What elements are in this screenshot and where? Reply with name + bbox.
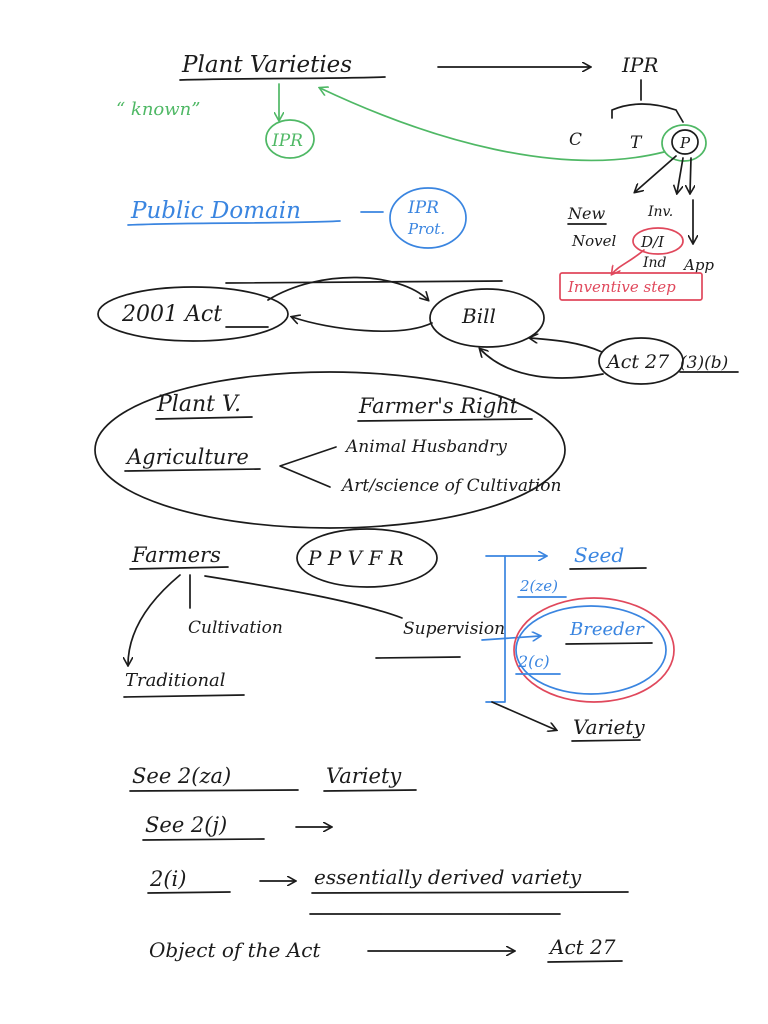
ppvfr-ellipse bbox=[296, 528, 438, 588]
art-science-label: Art/science of Cultivation bbox=[340, 476, 561, 496]
trademark-t: T bbox=[630, 133, 643, 153]
branch-ind bbox=[690, 157, 691, 193]
traditional-underline bbox=[123, 694, 245, 698]
see2j-underline bbox=[142, 838, 265, 841]
ppvfr-section: Farmers P P V F R Cultivation Supervisio… bbox=[123, 528, 675, 742]
edv-underline bbox=[311, 891, 629, 894]
public-domain-label: Public Domain bbox=[130, 198, 301, 224]
di-label: D/I bbox=[640, 233, 665, 251]
farmers-label: Farmers bbox=[131, 543, 221, 567]
seed-label: Seed bbox=[574, 543, 624, 567]
see2za-label: See 2(za) bbox=[132, 764, 231, 788]
ipr-prot-circle bbox=[389, 187, 467, 249]
bill-ellipse bbox=[429, 288, 545, 348]
edv-label: essentially derived variety bbox=[314, 865, 582, 889]
arrow-act-to-bill bbox=[267, 276, 428, 300]
farmers-right-underline bbox=[357, 418, 533, 422]
plant-farmer-ellipse: Plant V. Farmer's Right Agriculture Anim… bbox=[94, 371, 566, 529]
variety-label: Variety bbox=[573, 715, 645, 739]
breeder-underline bbox=[565, 642, 653, 645]
plant-varieties-heading: Plant Varieties bbox=[181, 52, 352, 78]
new-label: New bbox=[567, 204, 605, 223]
s2i-label: 2(i) bbox=[149, 867, 186, 891]
act2001-label: 2001 Act bbox=[121, 302, 222, 327]
patent-green-ring bbox=[661, 124, 707, 162]
animal-husbandry-label: Animal Husbandry bbox=[344, 437, 507, 457]
act27-ref-label: Act 27 bbox=[548, 935, 616, 959]
act27-label: Act 27 bbox=[605, 351, 670, 373]
supervision-label: Supervision bbox=[403, 619, 505, 639]
s2i-underline bbox=[147, 891, 231, 894]
ipr-circle-label: IPR bbox=[271, 131, 303, 151]
plant-v-underline bbox=[155, 416, 253, 420]
ipr-label-right: IPR bbox=[621, 53, 658, 77]
act-row: 2001 Act Bill Act 27 (3)(b) bbox=[97, 276, 739, 385]
see2za-underline bbox=[129, 789, 299, 792]
ind-label: Ind bbox=[642, 255, 667, 271]
patent-p-circle bbox=[671, 129, 699, 155]
big-ellipse bbox=[94, 371, 566, 529]
act2001-ellipse bbox=[97, 286, 289, 342]
app-label: App bbox=[682, 256, 714, 274]
traditional-label: Traditional bbox=[125, 670, 226, 691]
s2c-label: 2(c) bbox=[517, 652, 550, 671]
breeder-label: Breeder bbox=[569, 619, 645, 640]
inventive-step-box bbox=[559, 272, 703, 301]
ipr-circle-green bbox=[265, 119, 315, 159]
green-arrow-p-to-plant bbox=[320, 88, 665, 162]
variety-underline bbox=[571, 739, 641, 742]
known-label: “ known” bbox=[116, 99, 200, 120]
branch-inv bbox=[677, 157, 684, 193]
line-to-supervision bbox=[204, 575, 403, 619]
seed-underline bbox=[569, 567, 647, 570]
agriculture-underline bbox=[124, 468, 261, 472]
patent-criteria: New Inv. Novel D/I Ind App Inventive ste… bbox=[559, 204, 714, 301]
public-domain-underline bbox=[127, 220, 341, 226]
arrow-act27-to-bill-1 bbox=[530, 338, 603, 353]
object-label: Object of the Act bbox=[149, 938, 321, 962]
top-section: Plant Varieties IPR “ known” IPR C T P bbox=[116, 52, 707, 243]
farmers-right-label: Farmer's Right bbox=[358, 394, 519, 418]
public-domain-section: Public Domain IPR Prot. bbox=[127, 187, 467, 249]
act27-ref-underline bbox=[547, 960, 623, 963]
arrow-to-traditional bbox=[128, 574, 181, 665]
s2ze-label: 2(ze) bbox=[519, 577, 558, 595]
agriculture-branch bbox=[279, 446, 337, 488]
breeder-red-ellipse bbox=[513, 597, 675, 703]
bill-label: Bill bbox=[461, 304, 496, 328]
ipr-prot-prot: Prot. bbox=[407, 220, 445, 238]
patent-p: P bbox=[679, 134, 691, 152]
arrow-to-variety bbox=[491, 701, 556, 730]
act27-ellipse bbox=[598, 337, 684, 385]
plant-v-label: Plant V. bbox=[156, 392, 241, 417]
farmers-underline bbox=[129, 566, 229, 570]
inventive-step-label: Inventive step bbox=[567, 278, 676, 296]
agriculture-label: Agriculture bbox=[125, 445, 249, 469]
arrow-to-breeder bbox=[481, 636, 540, 640]
see2j-label: See 2(j) bbox=[145, 813, 227, 837]
ppvfr-label: P P V F R bbox=[307, 546, 404, 570]
red-arrow-to-inventive bbox=[612, 249, 645, 274]
cultivation-label: Cultivation bbox=[188, 618, 283, 638]
plant-varieties-underline bbox=[179, 76, 386, 81]
ipr-tree-lines bbox=[611, 79, 684, 123]
act-row-overline bbox=[225, 280, 503, 284]
bottom-references: See 2(za) Variety See 2(j) 2(i) essentia… bbox=[129, 764, 629, 963]
novel-label: Novel bbox=[571, 232, 617, 250]
inv-label: Inv. bbox=[647, 204, 673, 220]
breeder-blue-ellipse bbox=[515, 605, 667, 695]
di-red-circle bbox=[632, 227, 684, 255]
variety-ref-underline bbox=[323, 789, 417, 792]
ipr-prot-ipr: IPR bbox=[407, 198, 439, 218]
variety-ref-label: Variety bbox=[326, 764, 402, 788]
arrow-bill-to-act bbox=[292, 317, 433, 332]
copyright-c: C bbox=[569, 130, 582, 150]
arrow-act27-to-bill-2 bbox=[480, 349, 604, 379]
branch-new bbox=[635, 155, 677, 192]
act27-section: (3)(b) bbox=[680, 353, 728, 373]
supervision-underline bbox=[375, 656, 461, 659]
